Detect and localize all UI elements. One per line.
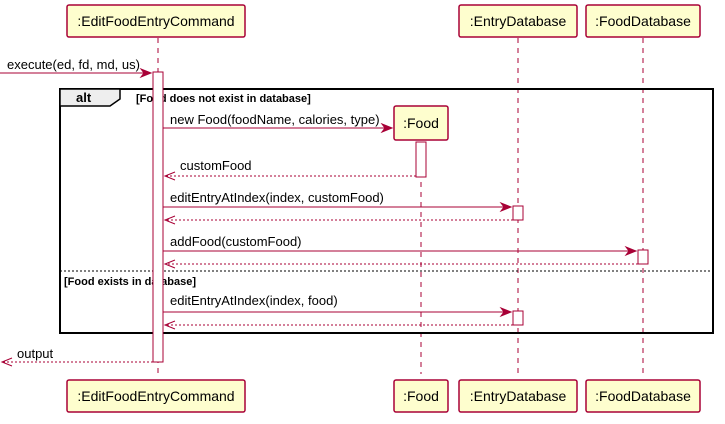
alt-operator-label: alt bbox=[76, 90, 92, 105]
message-edit-entry-food: editEntryAtIndex(index, food) bbox=[163, 293, 513, 318]
message-label: editEntryAtIndex(index, food) bbox=[170, 293, 338, 308]
participant-entry-database-top: :EntryDatabase bbox=[458, 4, 578, 38]
activation-entry-database-2 bbox=[512, 310, 524, 326]
message-return-custom-food: customFood bbox=[163, 158, 416, 181]
arrowhead bbox=[163, 259, 176, 269]
arrowhead bbox=[499, 306, 513, 318]
participant-food-top: :Food bbox=[393, 105, 449, 141]
arrowhead bbox=[380, 122, 394, 134]
participant-food-database-top: :FoodDatabase bbox=[585, 4, 701, 38]
activation-entry-database-1 bbox=[512, 205, 524, 221]
participant-label: :FoodDatabase bbox=[595, 388, 691, 404]
arrowhead bbox=[0, 357, 13, 367]
arrowhead bbox=[139, 67, 153, 79]
message-label: addFood(customFood) bbox=[170, 234, 302, 249]
participant-food-bottom: :Food bbox=[393, 379, 449, 413]
message-label: new Food(foodName, calories, type) bbox=[170, 112, 380, 127]
alt-fragment-tab bbox=[59, 88, 121, 107]
participant-edit-food-entry-command-bottom: :EditFoodEntryCommand bbox=[66, 379, 246, 413]
participant-food-database-bottom: :FoodDatabase bbox=[585, 379, 701, 413]
participant-edit-food-entry-command-top: :EditFoodEntryCommand bbox=[66, 4, 246, 38]
message-label: customFood bbox=[180, 158, 252, 173]
participant-label: :EntryDatabase bbox=[470, 13, 567, 29]
arrowhead bbox=[163, 215, 176, 225]
message-edit-entry-custom: editEntryAtIndex(index, customFood) bbox=[163, 190, 513, 213]
alt-guard-second: [Food exists in database] bbox=[64, 276, 196, 288]
message-output: output bbox=[0, 346, 153, 367]
arrowhead bbox=[624, 245, 638, 257]
message-new-food: new Food(foodName, calories, type) bbox=[163, 112, 394, 134]
activation-food-database bbox=[637, 249, 649, 265]
message-execute: execute(ed, fd, md, us) bbox=[0, 57, 153, 79]
message-label: output bbox=[17, 346, 54, 361]
message-add-food: addFood(customFood) bbox=[163, 234, 638, 257]
participant-label: :EntryDatabase bbox=[470, 388, 567, 404]
arrowhead bbox=[163, 171, 176, 181]
participant-label: :EditFoodEntryCommand bbox=[77, 388, 234, 404]
activation-edit-food-entry-command bbox=[152, 71, 164, 363]
participant-entry-database-bottom: :EntryDatabase bbox=[458, 379, 578, 413]
alt-guard-first: [Food does not exist in database] bbox=[136, 93, 311, 105]
activation-food bbox=[415, 141, 427, 178]
arrowhead bbox=[163, 320, 176, 330]
participant-label: :EditFoodEntryCommand bbox=[77, 13, 234, 29]
message-return-entry-db-2 bbox=[163, 320, 513, 330]
participant-label: :FoodDatabase bbox=[595, 13, 691, 29]
participant-label: :Food bbox=[403, 388, 439, 404]
message-return-entry-db-1 bbox=[163, 215, 513, 225]
participant-label: :Food bbox=[403, 115, 439, 131]
message-label: execute(ed, fd, md, us) bbox=[7, 57, 140, 72]
alt-fragment: alt [Food does not exist in database] [F… bbox=[59, 88, 714, 334]
message-label: editEntryAtIndex(index, customFood) bbox=[170, 190, 384, 205]
arrowhead bbox=[499, 201, 513, 213]
message-return-food-db bbox=[163, 259, 638, 269]
